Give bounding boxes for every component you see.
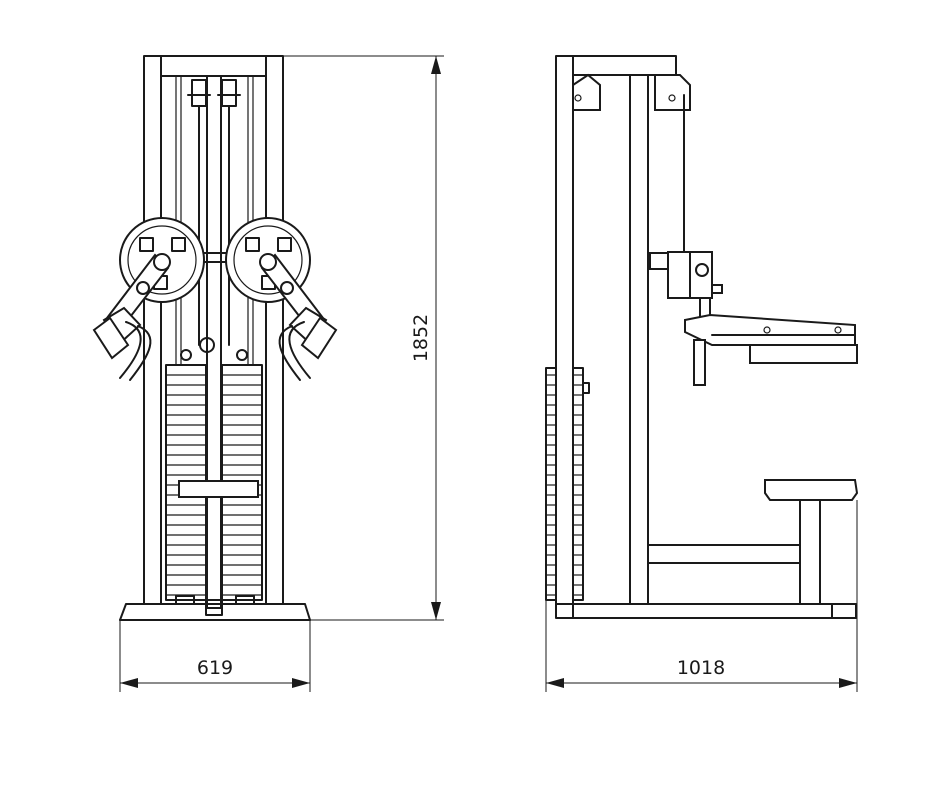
height-label: 1852 [410,314,432,362]
dimension-width-front: 619 [119,620,311,692]
side-view [545,55,859,619]
dimension-height: 1852 [283,55,444,621]
dimension-depth-side: 1018 [545,500,858,692]
width-front-label: 619 [197,657,233,679]
depth-side-label: 1018 [677,657,725,679]
front-view [92,55,338,621]
